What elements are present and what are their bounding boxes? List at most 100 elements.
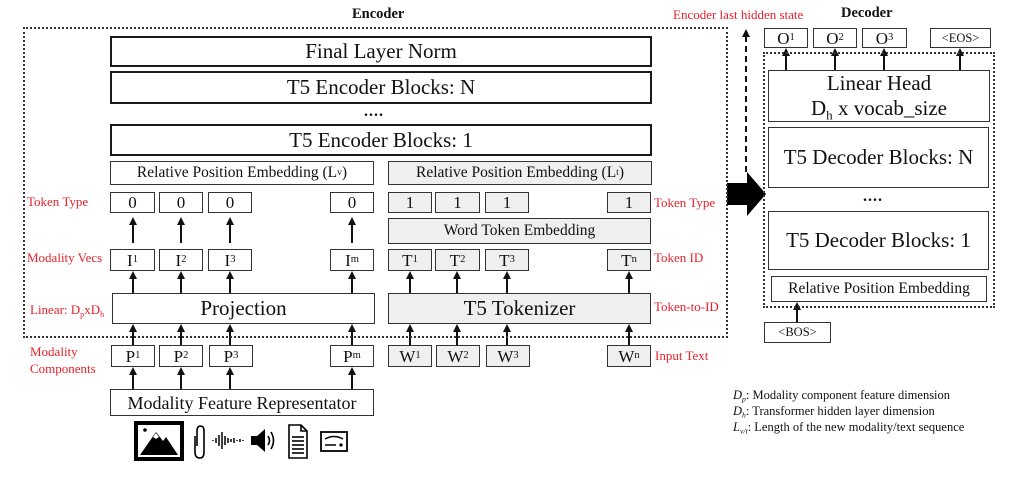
linear-sub-h: h (100, 309, 105, 319)
output-base: O (875, 28, 888, 48)
decoder-block-1: T5 Decoder Blocks: 1 (768, 211, 989, 270)
legend-symbol: D (733, 404, 743, 418)
linear-head-title: Linear Head (826, 71, 932, 95)
legend-desc: : Transformer hidden layer dimension (745, 404, 935, 418)
vec-base: I (224, 250, 231, 270)
dims-suffix: x vocab_size (832, 96, 947, 120)
output-base: O (826, 28, 839, 48)
legend-sub: v/t (739, 426, 748, 436)
projection-layer: Projection (112, 293, 375, 324)
component-base: P (125, 346, 136, 366)
label-token-id: Token ID (654, 250, 704, 265)
final-layer-norm: Final Layer Norm (110, 36, 652, 67)
modality-token-type: 0 (159, 192, 203, 213)
linear-sub-p: p (80, 309, 85, 319)
word-base: W (399, 346, 416, 366)
legend-item: Dp: Modality component feature dimension (733, 388, 951, 403)
vec-base: I (127, 250, 133, 270)
word-token-embedding: Word Token Embedding (388, 218, 651, 244)
rel-pos-text: Relative Position Embedding (L (136, 164, 338, 182)
component-base: P (173, 346, 184, 366)
component-base: P (223, 346, 234, 366)
encoder-block-n-label: T5 Encoder Blocks: N (286, 75, 476, 99)
decoder-ellipsis: .... (863, 188, 883, 205)
t5-tokenizer-label: T5 Tokenizer (463, 296, 576, 320)
legend-symbol: L (733, 420, 740, 434)
decoder-block-1-label: T5 Decoder Blocks: 1 (786, 228, 971, 252)
label-token-to-id: Token-to-ID (654, 299, 719, 314)
decoder-block-n: T5 Decoder Blocks: N (768, 127, 989, 188)
decoder-rel-pos-label: Relative Position Embedding (788, 280, 970, 298)
linear-head-dims: Dh x vocab_size (811, 96, 947, 122)
label-input-text: Input Text (655, 348, 709, 363)
t5-tokenizer: T5 Tokenizer (388, 293, 651, 324)
linear-mid: xD (84, 302, 101, 317)
text-token-type: 1 (388, 192, 432, 213)
projection-label: Projection (200, 296, 287, 320)
legend-desc: : Length of the new modality/text sequen… (747, 420, 965, 434)
label-modality-components-line1: Modality (30, 344, 78, 359)
label-linear: Linear: DpxDh (30, 302, 105, 319)
label-modality-vecs: Modality Vecs (27, 250, 103, 265)
modality-feature-representator: Modality Feature Representator (110, 389, 374, 416)
decoder-block-n-label: T5 Decoder Blocks: N (783, 145, 974, 169)
text-token-type: 1 (435, 192, 480, 213)
dims-prefix: D (811, 96, 827, 120)
encoder-title: Encoder (352, 6, 405, 22)
legend-desc: : Modality component feature dimension (745, 388, 951, 402)
encoder-block-n: T5 Encoder Blocks: N (110, 71, 652, 104)
label-modality-components-line2: Components (30, 361, 96, 376)
id-base: T (499, 250, 510, 270)
decoder-rel-pos-embedding: Relative Position Embedding (771, 276, 987, 302)
modality-token-type: 0 (330, 192, 374, 213)
modality-token-type: 0 (110, 192, 155, 213)
representator-label: Modality Feature Representator (127, 392, 357, 413)
decoder-bos-token: <BOS> (764, 322, 831, 343)
label-token-type-left: Token Type (27, 194, 89, 209)
component-base: P (343, 346, 353, 366)
linear-prefix: Linear: D (30, 302, 81, 317)
id-base: T (621, 250, 632, 270)
label-token-type-right: Token Type (654, 195, 716, 210)
vec-base: I (345, 250, 351, 270)
decoder-eos-token: <EOS> (930, 28, 991, 48)
text-token-type: 1 (607, 192, 651, 213)
encoder-ellipsis: .... (364, 103, 384, 120)
rel-pos-suffix: ) (618, 164, 625, 182)
dims-sub: h (826, 107, 833, 123)
final-layer-norm-label: Final Layer Norm (305, 39, 457, 63)
id-base: T (449, 250, 461, 270)
word-base: W (618, 346, 635, 366)
rel-pos-suffix: ) (341, 164, 348, 182)
encoder-block-1-label: T5 Encoder Blocks: 1 (289, 127, 473, 152)
rel-pos-text: Relative Position Embedding (L (415, 164, 617, 182)
output-base: O (777, 28, 790, 48)
legend-item: Lv/t: Length of the new modality/text se… (733, 420, 965, 436)
encoder-container (23, 27, 728, 338)
encoder-to-decoder-arrow (727, 172, 766, 216)
id-base: T (402, 250, 413, 270)
word-token-embedding-label: Word Token Embedding (443, 222, 596, 240)
legend-sub: h (742, 410, 746, 420)
linear-head: Linear Head Dh x vocab_size (768, 70, 990, 122)
decoder-title: Decoder (841, 5, 893, 21)
legend-symbol: D (733, 388, 743, 402)
encoder-block-1: T5 Encoder Blocks: 1 (110, 124, 652, 156)
encoder-last-hidden-state-label: Encoder last hidden state (673, 7, 804, 22)
